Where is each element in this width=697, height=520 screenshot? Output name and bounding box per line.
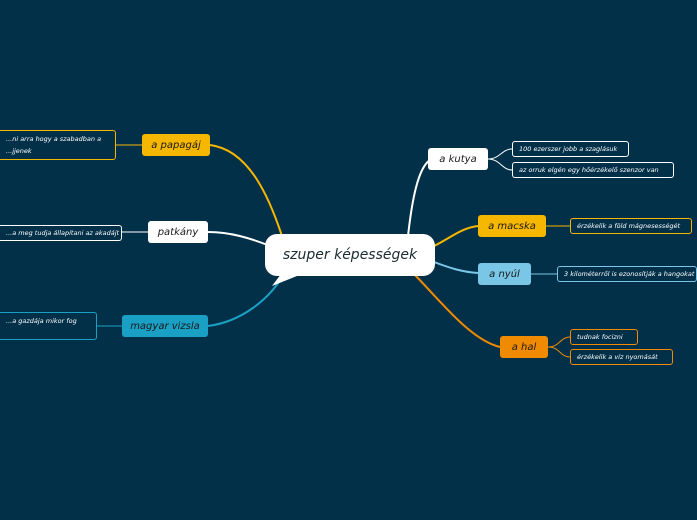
connector-hal xyxy=(411,271,501,348)
topic-hal[interactable]: a hal xyxy=(500,336,548,358)
leaf-macska-1-text: érzékelik a föld mágnesességét xyxy=(577,222,680,230)
leaf-patkany-1-text: ...a meg tudja állapítani az akadájt xyxy=(6,229,120,237)
leaf-hal-2-text: érzékelik a víz nyomását xyxy=(577,353,658,361)
leaf-hal-1-text: tudnak focizni xyxy=(577,333,623,341)
connector-macska xyxy=(429,225,479,249)
leaf-papagaj-1-text: ...ni arra hogy a szabadban a ...jjenek xyxy=(6,135,102,155)
connector-nyul xyxy=(433,261,479,274)
leaf-connector xyxy=(547,346,571,358)
leaf-hal-1[interactable]: tudnak focizni xyxy=(570,329,638,345)
topic-papagaj[interactable]: a papagáj xyxy=(142,134,210,156)
topic-vizsla-label: magyar vizsla xyxy=(130,320,200,332)
topic-nyul[interactable]: a nyúl xyxy=(478,263,531,285)
leaf-kutya-1[interactable]: 100 ezerszer jobb a szaglásuk xyxy=(512,141,629,157)
leaf-vizsla-1[interactable]: ...a gazdája mikor fog xyxy=(0,312,97,340)
topic-kutya-label: a kutya xyxy=(439,153,477,165)
topic-papagaj-label: a papagáj xyxy=(151,139,201,151)
connector-kutya xyxy=(407,159,431,237)
connector-patkany xyxy=(207,231,271,247)
leaf-vizsla-1-text: ...a gazdája mikor fog xyxy=(6,317,77,325)
topic-patkany[interactable]: patkány xyxy=(148,221,208,243)
leaf-hal-2[interactable]: érzékelik a víz nyomását xyxy=(570,349,673,365)
topic-patkany-label: patkány xyxy=(157,226,199,238)
connector-papagaj xyxy=(209,144,283,237)
leaf-connector xyxy=(487,148,513,160)
leaf-kutya-2[interactable]: az orruk elgén egy hőérzékelő szenzor va… xyxy=(512,162,674,178)
leaf-patkany-1[interactable]: ...a meg tudja állapítani az akadájt xyxy=(0,225,122,241)
leaf-nyul-1-text: 3 kilométerről is ezonosítják a hangokat xyxy=(564,270,695,278)
topic-hal-label: a hal xyxy=(511,341,537,353)
topic-nyul-label: a nyúl xyxy=(489,268,520,280)
central-topic[interactable]: szuper képességek xyxy=(265,234,435,276)
topic-kutya[interactable]: a kutya xyxy=(428,148,488,170)
leaf-papagaj-1[interactable]: ...ni arra hogy a szabadban a ...jjenek xyxy=(0,130,116,160)
central-topic-label: szuper képességek xyxy=(282,247,418,263)
connector-vizsla xyxy=(207,271,286,327)
leaf-macska-1[interactable]: érzékelik a föld mágnesességét xyxy=(570,218,692,234)
leaf-nyul-1[interactable]: 3 kilométerről is ezonosítják a hangokat xyxy=(557,266,697,282)
topic-macska[interactable]: a macska xyxy=(478,215,546,237)
leaf-connector xyxy=(547,336,571,348)
leaf-kutya-1-text: 100 ezerszer jobb a szaglásuk xyxy=(519,145,618,153)
leaf-connector xyxy=(487,158,513,171)
topic-vizsla[interactable]: magyar vizsla xyxy=(122,315,208,337)
topic-macska-label: a macska xyxy=(488,220,536,232)
leaf-kutya-2-text: az orruk elgén egy hőérzékelő szenzor va… xyxy=(519,166,659,174)
